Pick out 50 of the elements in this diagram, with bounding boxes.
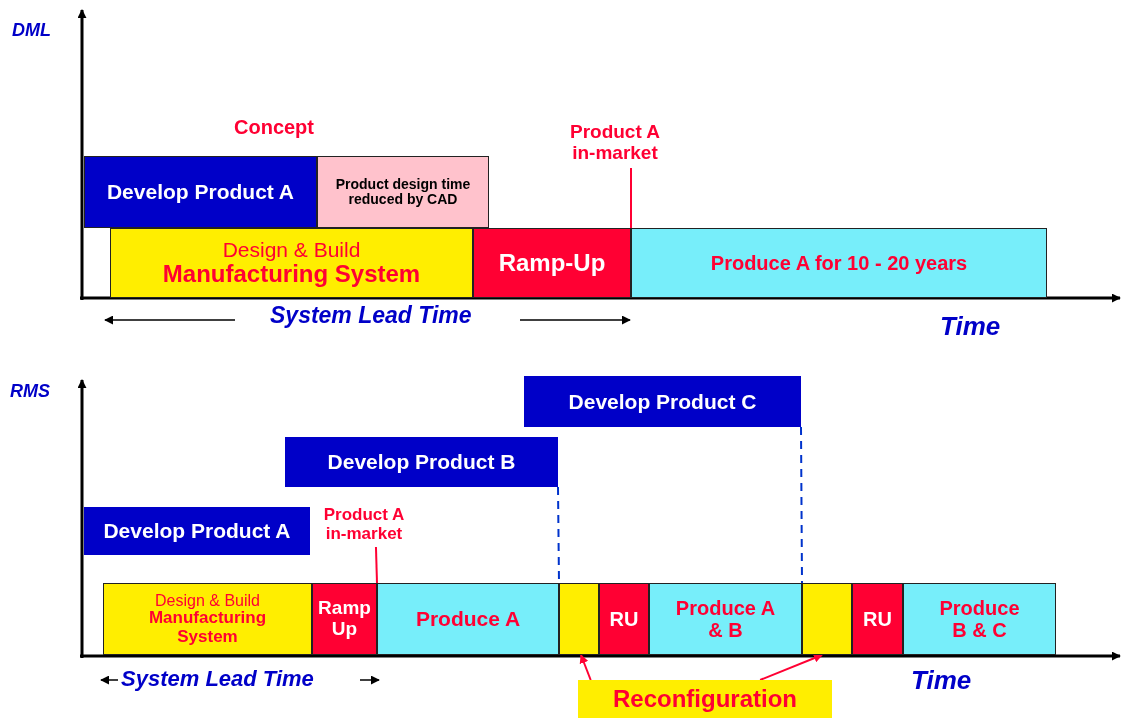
process-bar xyxy=(377,583,559,655)
bar-label: Develop Product A xyxy=(106,180,295,204)
bar-label: Produce A & B xyxy=(675,597,776,641)
process-bar xyxy=(312,583,377,655)
process-bar xyxy=(103,583,312,655)
process-bar xyxy=(473,228,631,298)
callout-box xyxy=(578,680,832,718)
process-bar xyxy=(110,228,473,298)
bar-label: Produce A xyxy=(415,607,521,631)
dimension-label: System Lead Time xyxy=(270,302,472,329)
bar-label: RU xyxy=(609,608,639,630)
process-bar xyxy=(649,583,802,655)
bar-label: Develop Product B xyxy=(327,450,516,474)
bar-label: Design & Build xyxy=(222,238,361,262)
dimension-label: System Lead Time xyxy=(121,666,314,692)
process-bar xyxy=(903,583,1056,655)
process-bar xyxy=(84,507,310,555)
process-bar xyxy=(285,437,558,487)
arrow xyxy=(579,654,592,681)
axis-label: DML xyxy=(12,20,51,41)
bar-label: RU xyxy=(863,608,892,630)
leader-line xyxy=(630,167,632,229)
process-bar xyxy=(599,583,649,655)
process-bar xyxy=(84,156,317,228)
bar-label: Produce A for 10 - 20 years xyxy=(710,252,968,274)
process-bar xyxy=(852,583,903,655)
bar-label: Ramp-Up xyxy=(498,249,606,277)
milestone-label: Product A in-market xyxy=(322,506,406,544)
process-bar xyxy=(631,228,1047,298)
dashed-guide-line xyxy=(800,426,803,584)
bar-label: Manufacturing System xyxy=(147,609,268,647)
bar-label: Product design time reduced by CAD xyxy=(334,176,472,208)
bar-label: Design & Build xyxy=(155,591,260,610)
empty-bar xyxy=(559,583,599,655)
process-bar xyxy=(317,156,489,228)
leader-line xyxy=(374,546,378,584)
axis-label: Time xyxy=(911,665,972,696)
milestone-label: Product A in-market xyxy=(568,122,662,164)
empty-bar xyxy=(802,583,852,655)
process-bar xyxy=(524,376,801,427)
bar-label: Reconfiguration xyxy=(613,685,797,713)
bar-label: Ramp Up xyxy=(317,598,372,640)
bar-label: Manufacturing System xyxy=(162,261,421,288)
axis-label: RMS xyxy=(10,381,50,402)
phase-label: Concept xyxy=(234,116,314,139)
bar-label: Produce B & C xyxy=(938,597,1021,641)
axis-label: Time xyxy=(940,311,1001,342)
arrow xyxy=(759,653,823,681)
bar-label: Develop Product C xyxy=(568,389,757,414)
bar-label: Develop Product A xyxy=(103,519,291,543)
